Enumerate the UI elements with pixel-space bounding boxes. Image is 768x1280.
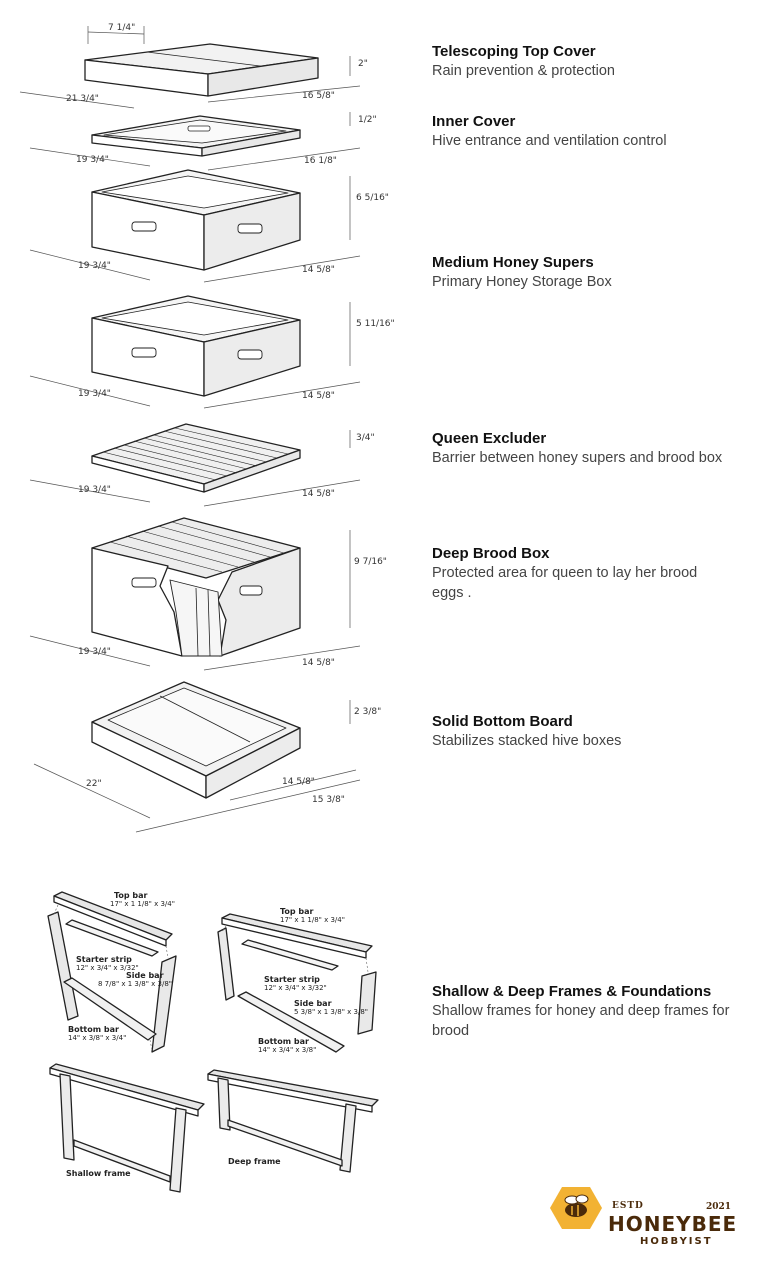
- frame-right-sidebar: Side bar: [294, 999, 332, 1008]
- label-title: Medium Honey Supers: [432, 254, 594, 271]
- frame-right-topbar: Top bar: [280, 907, 314, 916]
- label-title: Inner Cover: [432, 113, 516, 130]
- frame-left-bottombar: Bottom bar: [68, 1025, 119, 1034]
- dim-bottom-depth: 14 5/8": [282, 777, 315, 787]
- dim-excluder-length: 19 3/4": [78, 485, 111, 495]
- dim-inner-height: 1/2": [358, 115, 377, 125]
- frame-left-topbar: Top bar: [114, 891, 148, 900]
- frame-right-starter-dim: 12" x 3/4" x 3/32": [264, 984, 327, 992]
- logo-name: HONEYBEE: [608, 1212, 738, 1236]
- label-description: Rain prevention & protection: [432, 63, 615, 79]
- deep-frame-exploded: [217, 913, 377, 1053]
- dim-brood-depth: 14 5/8": [302, 658, 335, 668]
- label-description: Primary Honey Storage Box: [432, 274, 612, 290]
- honey-super-1-drawing: [91, 169, 301, 271]
- frame-right-sidebar-dim: 5 3/8" x 1 3/8" x 3/8": [294, 1008, 368, 1016]
- label-title: Telescoping Top Cover: [432, 43, 596, 60]
- label-description: Barrier between honey supers and brood b…: [432, 450, 723, 466]
- label-inner-cover: Inner Cover Hive entrance and ventilatio…: [432, 112, 732, 151]
- dim-brood-height: 9 7/16": [354, 557, 387, 567]
- queen-excluder-drawing: [91, 423, 301, 493]
- dim-super2-height: 5 11/16": [356, 319, 395, 329]
- honeybee-logo-mark: [550, 1187, 602, 1229]
- label-deep-brood-box: Deep Brood Box Protected area for queen …: [432, 544, 732, 603]
- label-frames: Shallow & Deep Frames & Foundations Shal…: [432, 982, 732, 1041]
- dim-brood-length: 19 3/4": [78, 647, 111, 657]
- frame-left-sidebar-dim: 8 7/8" x 1 3/8" x 3/8": [98, 980, 172, 988]
- label-title: Shallow & Deep Frames & Foundations: [432, 983, 712, 1000]
- frame-left-topbar-dim: 17" x 1 1/8" x 3/4": [110, 900, 175, 908]
- dim-super2-length: 19 3/4": [78, 389, 111, 399]
- inner-cover-drawing: [91, 115, 301, 157]
- label-queen-excluder: Queen Excluder Barrier between honey sup…: [432, 429, 732, 468]
- frame-right-starter: Starter strip: [264, 975, 320, 984]
- deep-frame-assembled: [207, 1069, 379, 1173]
- label-description: Shallow frames for honey and deep frames…: [432, 1003, 730, 1039]
- label-title: Solid Bottom Board: [432, 713, 573, 730]
- honey-super-2-drawing: [91, 295, 301, 397]
- dim-top-width: 7 1/4": [108, 23, 135, 33]
- dim-excluder-depth: 14 5/8": [302, 489, 335, 499]
- shallow-frame-exploded: [47, 891, 177, 1053]
- label-title: Queen Excluder: [432, 430, 547, 447]
- frame-right-topbar-dim: 17" x 1 1/8" x 3/4": [280, 916, 345, 924]
- dim-bottom-height: 2 3/8": [354, 707, 381, 717]
- label-title: Deep Brood Box: [432, 545, 550, 562]
- dim-bottom-length: 22": [86, 779, 102, 789]
- dim-super1-length: 19 3/4": [78, 261, 111, 271]
- frame-right-bottombar-dim: 14" x 3/4" x 3/8": [258, 1046, 316, 1054]
- dim-bottom-depth2: 15 3/8": [312, 795, 345, 805]
- label-description: Hive entrance and ventilation control: [432, 133, 667, 149]
- dim-top-depth: 16 5/8": [302, 91, 335, 101]
- logo-estd: ESTD: [612, 1201, 644, 1211]
- dim-top-height: 2": [358, 59, 368, 69]
- dim-excluder-height: 3/4": [356, 433, 375, 443]
- frame-right-bottombar: Bottom bar: [258, 1037, 309, 1046]
- frame-right-label: Deep frame: [228, 1157, 281, 1166]
- deep-brood-box-drawing: [91, 517, 301, 657]
- dim-super1-height: 6 5/16": [356, 193, 389, 203]
- label-description: Protected area for queen to lay her broo…: [432, 565, 698, 601]
- top-cover-drawing: [84, 43, 319, 97]
- shallow-frame-assembled: [49, 1063, 205, 1193]
- dim-super1-depth: 14 5/8": [302, 265, 335, 275]
- frame-left-sidebar: Side bar: [126, 971, 164, 980]
- label-top-cover: Telescoping Top Cover Rain prevention & …: [432, 42, 732, 81]
- logo-subtitle: HOBBYIST: [640, 1236, 713, 1247]
- label-description: Stabilizes stacked hive boxes: [432, 733, 622, 749]
- frame-left-starter: Starter strip: [76, 955, 132, 964]
- label-honey-supers: Medium Honey Supers Primary Honey Storag…: [432, 253, 732, 292]
- dim-inner-length: 19 3/4": [76, 155, 109, 165]
- dim-super2-depth: 14 5/8": [302, 391, 335, 401]
- frame-left-label: Shallow frame: [66, 1169, 131, 1178]
- frame-left-bottombar-dim: 14" x 3/8" x 3/4": [68, 1034, 126, 1042]
- dim-inner-depth: 16 1/8": [304, 156, 337, 166]
- label-bottom-board: Solid Bottom Board Stabilizes stacked hi…: [432, 712, 732, 751]
- frame-left-starter-dim: 12" x 3/4" x 3/32": [76, 964, 139, 972]
- bottom-board-drawing: [91, 681, 301, 799]
- dim-top-length: 21 3/4": [66, 94, 99, 104]
- logo-year: 2021: [706, 1202, 732, 1212]
